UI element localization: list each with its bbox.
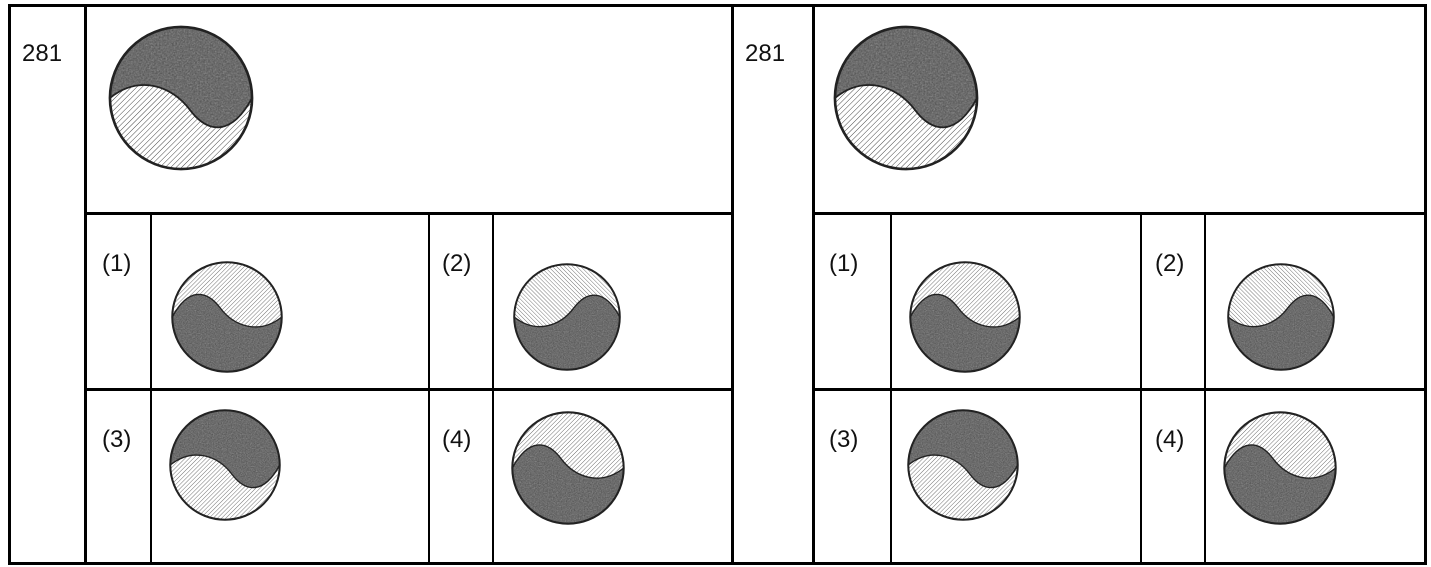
question-figure [107, 24, 255, 172]
right-row-line-2 [812, 388, 1427, 391]
option-label-1: (1) [829, 252, 858, 276]
option-figure-3 [168, 408, 282, 522]
left-col-line-a [150, 212, 152, 565]
table-border-right [1424, 4, 1427, 565]
question-number: 281 [22, 42, 62, 66]
option-label-3: (3) [102, 428, 131, 452]
left-row-line-1 [84, 212, 734, 215]
right-col-line-b [1140, 212, 1142, 565]
option-figure-4 [510, 410, 626, 526]
panel-divider [731, 4, 734, 565]
right-row-line-1 [812, 212, 1427, 215]
option-figure-3 [906, 408, 1020, 522]
question-figure [832, 24, 980, 172]
table-border-left [8, 4, 11, 565]
option-label-1: (1) [102, 252, 131, 276]
right-col-line-c [1204, 212, 1206, 565]
option-label-2: (2) [442, 252, 471, 276]
table-border-top [8, 4, 1427, 7]
left-col-line-b [428, 212, 430, 565]
left-col-line-c [492, 212, 494, 565]
option-label-2: (2) [1155, 252, 1184, 276]
option-figure-2 [1226, 262, 1336, 372]
left-row-line-2 [84, 388, 734, 391]
option-figure-4 [1222, 410, 1338, 526]
right-col-line-a [890, 212, 892, 565]
option-label-3: (3) [829, 428, 858, 452]
option-label-4: (4) [1155, 428, 1184, 452]
question-number: 281 [745, 42, 785, 66]
table-border-bottom [8, 562, 1427, 565]
option-figure-1 [170, 260, 284, 374]
option-figure-2 [512, 262, 622, 372]
option-label-4: (4) [442, 428, 471, 452]
option-figure-1 [908, 260, 1022, 374]
right-number-column-line [812, 4, 815, 565]
left-number-column-line [84, 4, 87, 565]
